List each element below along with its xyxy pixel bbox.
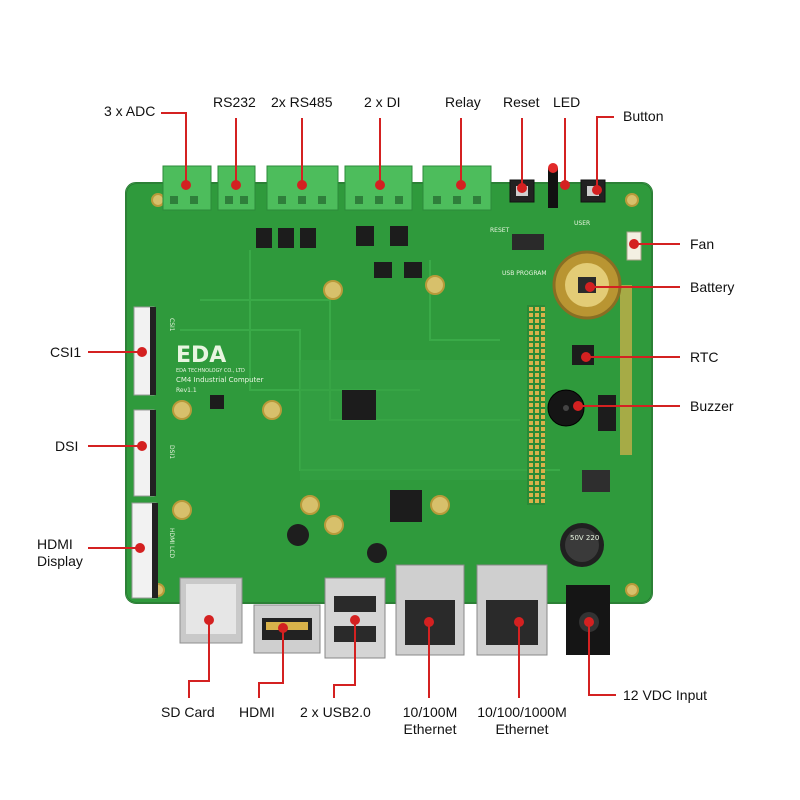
chips (210, 226, 616, 522)
label-relay: Relay (445, 94, 481, 110)
label-rs232: RS232 (213, 94, 256, 110)
ethernet-1000m (476, 564, 548, 656)
label-button: Button (623, 108, 664, 124)
company-name: EDA TECHNOLOGY CO., LTD (176, 368, 245, 374)
label-power: 12 VDC Input (623, 687, 708, 703)
user-silk: USER (574, 220, 590, 227)
label-buzzer: Buzzer (690, 398, 734, 414)
label-csi1: CSI1 (50, 344, 82, 360)
label-dsi: DSI (55, 438, 79, 454)
label-eth-1000m: 10/100/1000M Ethernet (477, 704, 567, 737)
inductor (582, 470, 610, 492)
side-header (620, 285, 632, 455)
dsi-silk: DSI1 (168, 445, 175, 459)
sd-card-slot (179, 577, 243, 644)
pcb-board (125, 182, 653, 604)
callout-lines (88, 112, 680, 698)
label-sd-card: SD Card (161, 704, 215, 720)
eda-logo: EDA (176, 343, 226, 368)
label-usb: 2 x USB2.0 (300, 704, 371, 720)
label-eth-100m: 10/100M Ethernet (402, 704, 458, 737)
small-capacitor-2 (367, 543, 387, 563)
csi-silk: CSI1 (168, 318, 175, 332)
silkscreen: EDA EDA TECHNOLOGY CO., LTD CM4 Industri… (168, 220, 590, 559)
label-rs485: 2x RS485 (271, 94, 333, 110)
label-hdmi-display: HDMI Display (37, 536, 83, 569)
label-rtc: RTC (690, 349, 719, 365)
label-battery: Battery (690, 279, 735, 295)
label-adc: 3 x ADC (104, 103, 156, 119)
label-di: 2 x DI (364, 94, 401, 110)
reset-silk: RESET (490, 227, 510, 234)
mounting-holes (151, 193, 639, 597)
hdmi-lcd-silk: HDMI LCD (168, 528, 175, 559)
capacitor: 50V 220 (560, 523, 604, 567)
label-hdmi: HDMI (239, 704, 275, 720)
product-name: CM4 Industrial Computer (176, 376, 264, 384)
usb-program-silk: USB PROGRAM (502, 270, 547, 277)
capacitor-label: 50V 220 (570, 534, 599, 542)
ethernet-100m (395, 564, 465, 656)
label-reset: Reset (503, 94, 540, 110)
small-capacitor (287, 524, 309, 546)
gpio-header (527, 305, 545, 505)
label-led: LED (553, 94, 581, 110)
label-fan: Fan (690, 236, 715, 252)
revision: Rev1.1 (176, 387, 197, 394)
